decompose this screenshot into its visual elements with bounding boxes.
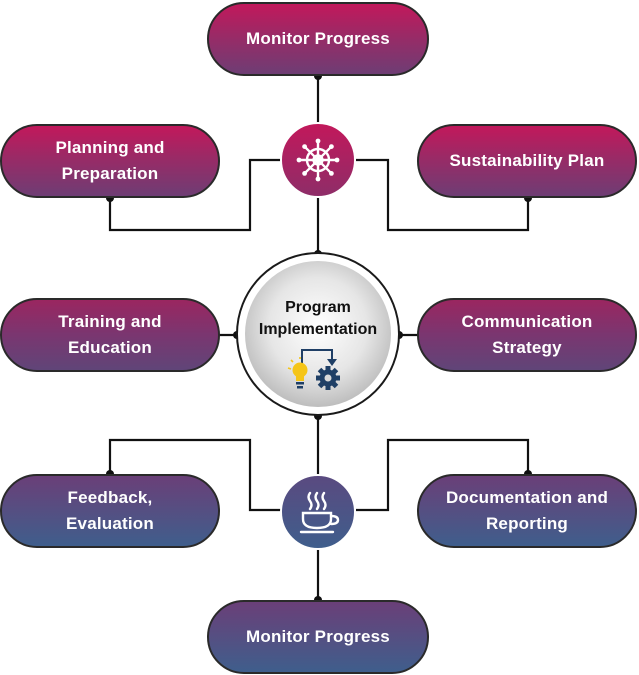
node-monitor-progress-bottom: Monitor Progress [207, 600, 429, 674]
node-label-line1: Training and [58, 311, 162, 331]
node-label-line2: Reporting [485, 514, 569, 533]
node-monitor-progress-top: Monitor Progress [207, 2, 429, 76]
hub-bottom [280, 474, 356, 550]
connector-lower-left [108, 438, 282, 512]
center-title-line1: Program [285, 299, 351, 316]
node-label-line2: Preparation [61, 164, 159, 183]
node-sustainability-plan: Sustainability Plan [417, 124, 637, 198]
connector-upper-left [108, 158, 282, 232]
node-label: Sustainability Plan [449, 150, 605, 170]
node-communication-strategy: Communication Strategy [417, 298, 637, 372]
center-title-line2: Implementation [258, 321, 378, 339]
ship-wheel-icon [296, 138, 340, 182]
node-label-line2: Strategy [492, 338, 562, 357]
connector-upper-right [356, 158, 530, 232]
connector-lower-right [356, 438, 530, 512]
node-label-line1: Documentation and [445, 487, 609, 507]
node-label: Monitor Progress [246, 28, 390, 48]
coffee-cup-icon [299, 491, 340, 534]
center-title: Program Implementation [259, 297, 377, 342]
center-node-inner: Program Implementation [245, 261, 391, 407]
node-training-education: Training and Education [0, 298, 220, 372]
node-planning-preparation: Planning and Preparation [0, 124, 220, 198]
hub-top [280, 122, 356, 198]
center-node: Program Implementation [236, 252, 400, 416]
node-label: Monitor Progress [246, 626, 390, 646]
node-label-line1: Feedback, [67, 487, 153, 507]
node-label-line2: Evaluation [66, 514, 154, 533]
idea-process-icon [287, 348, 340, 390]
node-label-line2: Education [68, 338, 152, 357]
node-documentation-reporting: Documentation and Reporting [417, 474, 637, 548]
node-label-line1: Planning and [55, 137, 165, 157]
node-feedback-evaluation: Feedback, Evaluation [0, 474, 220, 548]
node-label-line1: Communication [461, 311, 593, 331]
